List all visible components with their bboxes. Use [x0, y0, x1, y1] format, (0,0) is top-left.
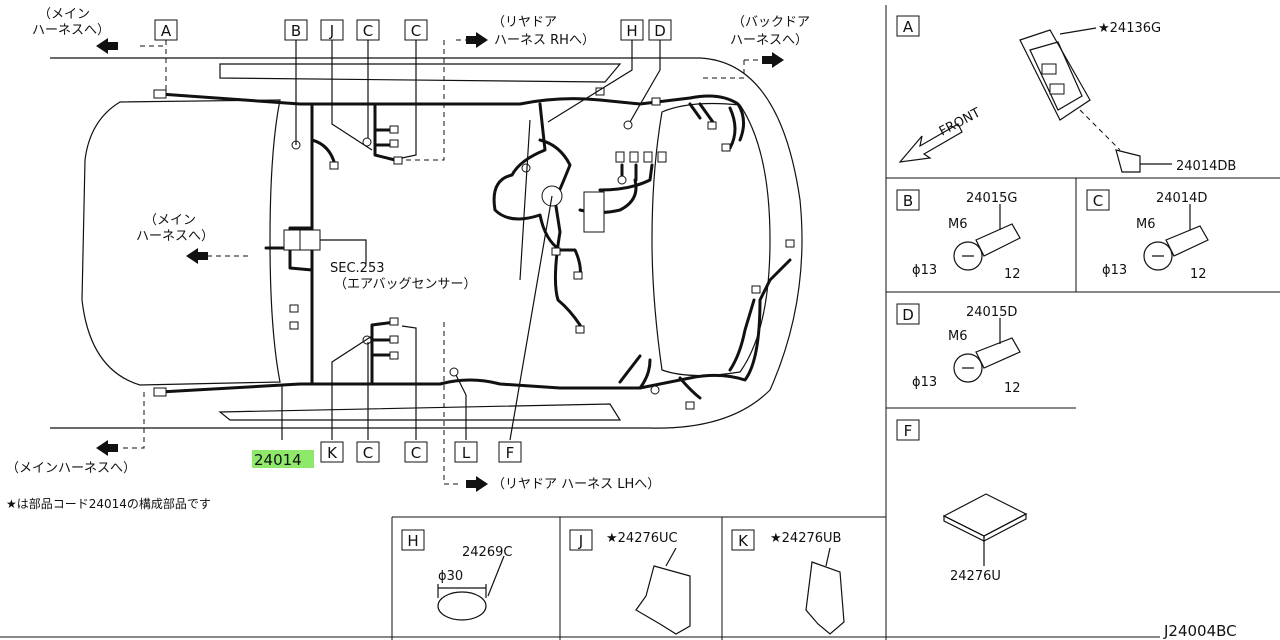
rear-door-rh-label-1: （リヤドア [492, 15, 557, 30]
car-body-outline [50, 57, 803, 429]
main-harness-mid-label-1: （メイン [144, 213, 196, 228]
panel-b-part[interactable]: 24015G [966, 191, 1017, 206]
panel-b-dia: ϕ13 [912, 263, 937, 278]
arrows [96, 32, 784, 492]
connectors [153, 87, 795, 410]
callout-b[interactable]: B [291, 22, 301, 40]
panel-h-dia: ϕ30 [438, 569, 463, 584]
part-highlight [252, 450, 314, 468]
arrow-right-icon [762, 52, 784, 68]
panel-h-part[interactable]: 24269C [462, 545, 512, 560]
sensor-section-ref: SEC.253 [330, 261, 385, 276]
panel-c-dia: ϕ13 [1102, 263, 1127, 278]
panel-d-len: 12 [1004, 381, 1021, 396]
panel-d-part[interactable]: 24015D [966, 305, 1017, 320]
callout-f[interactable]: F [506, 444, 515, 462]
callout-k[interactable]: K [327, 444, 338, 462]
panel-j: J ★24276UC [569, 529, 691, 635]
panel-c-letter: C [1093, 192, 1103, 210]
front-arrow-icon [898, 123, 963, 163]
panel-h-letter: H [407, 532, 418, 550]
top-callouts: A B J C C H D [154, 19, 672, 41]
arrow-left-icon [96, 440, 118, 456]
callout-c-bottom-1[interactable]: C [363, 444, 373, 462]
panel-f: F 24276U [896, 419, 1028, 584]
rear-door-rh-label-2: ハーネス RHへ） [494, 33, 595, 48]
callout-j[interactable]: J [329, 22, 334, 40]
panel-j-letter: J [578, 532, 583, 550]
arrow-left-icon [186, 248, 208, 264]
main-harness-mid-label-2: ハーネスへ） [136, 229, 214, 244]
main-harness-top-label-2: ハーネスへ） [32, 23, 110, 38]
panel-b: B 24015G M6 ϕ13 12 [896, 189, 1021, 282]
panel-frame [0, 5, 1280, 640]
panel-a-part[interactable]: ★24136G [1098, 21, 1161, 36]
sensor-name: （エアバッグセンサー） [334, 277, 476, 292]
panel-b-len: 12 [1004, 267, 1021, 282]
leader-lines [120, 39, 760, 485]
panel-j-part[interactable]: ★24276UC [606, 531, 678, 546]
panel-k: K ★24276UB [731, 529, 845, 635]
panel-a: A ★24136G 24014DB FRONT [896, 15, 1236, 174]
main-harness-bottom-label: （メインハーネスへ） [6, 461, 136, 476]
part-main-number[interactable]: 24014 [254, 451, 302, 469]
panel-k-part[interactable]: ★24276UB [770, 531, 841, 546]
callout-d[interactable]: D [654, 22, 666, 40]
panel-a-bolt[interactable]: 24014DB [1176, 159, 1236, 174]
callout-c-bottom-2[interactable]: C [411, 444, 421, 462]
panel-d: D 24015D M6 ϕ13 12 [896, 303, 1021, 396]
panel-d-thread: M6 [948, 329, 968, 344]
back-door-label-1: （バックドア [732, 15, 810, 30]
panel-h: H 24269C ϕ30 [401, 529, 512, 621]
panel-d-letter: D [902, 306, 914, 324]
main-harness-top-label-1: （メイン [38, 7, 90, 22]
callout-l[interactable]: L [462, 444, 471, 462]
callout-c-top-2[interactable]: C [411, 22, 421, 40]
wire-harness [158, 92, 792, 400]
panel-a-front: FRONT [937, 105, 983, 139]
arrow-right-icon [466, 476, 488, 492]
arrow-left-icon [96, 38, 118, 54]
panel-c-len: 12 [1190, 267, 1207, 282]
diagram-code: J24004BC [1163, 622, 1237, 640]
panel-b-letter: B [903, 192, 913, 210]
rear-door-lh-label: （リヤドア ハーネス LHへ） [492, 477, 660, 492]
back-door-label-2: ハーネスへ） [730, 33, 808, 48]
callout-a[interactable]: A [161, 22, 172, 40]
panel-k-letter: K [738, 532, 749, 550]
panel-f-letter: F [904, 422, 913, 440]
bottom-callouts: K C C L F [320, 441, 522, 463]
panel-f-part[interactable]: 24276U [950, 569, 1001, 584]
callout-h[interactable]: H [626, 22, 637, 40]
panel-d-dia: ϕ13 [912, 375, 937, 390]
panel-c-part[interactable]: 24014D [1156, 191, 1207, 206]
harness-labels: （メイン ハーネスへ） （リヤドア ハーネス RHへ） （バックドア ハーネスへ… [6, 7, 810, 492]
panel-b-thread: M6 [948, 217, 968, 232]
callout-c-top-1[interactable]: C [363, 22, 373, 40]
panel-a-letter: A [903, 18, 914, 36]
panel-c: C 24014D M6 ϕ13 12 [1086, 189, 1209, 282]
panel-c-thread: M6 [1136, 217, 1156, 232]
footnote: ★は部品コード24014の構成部品です [6, 496, 211, 511]
arrow-right-icon [466, 32, 488, 48]
